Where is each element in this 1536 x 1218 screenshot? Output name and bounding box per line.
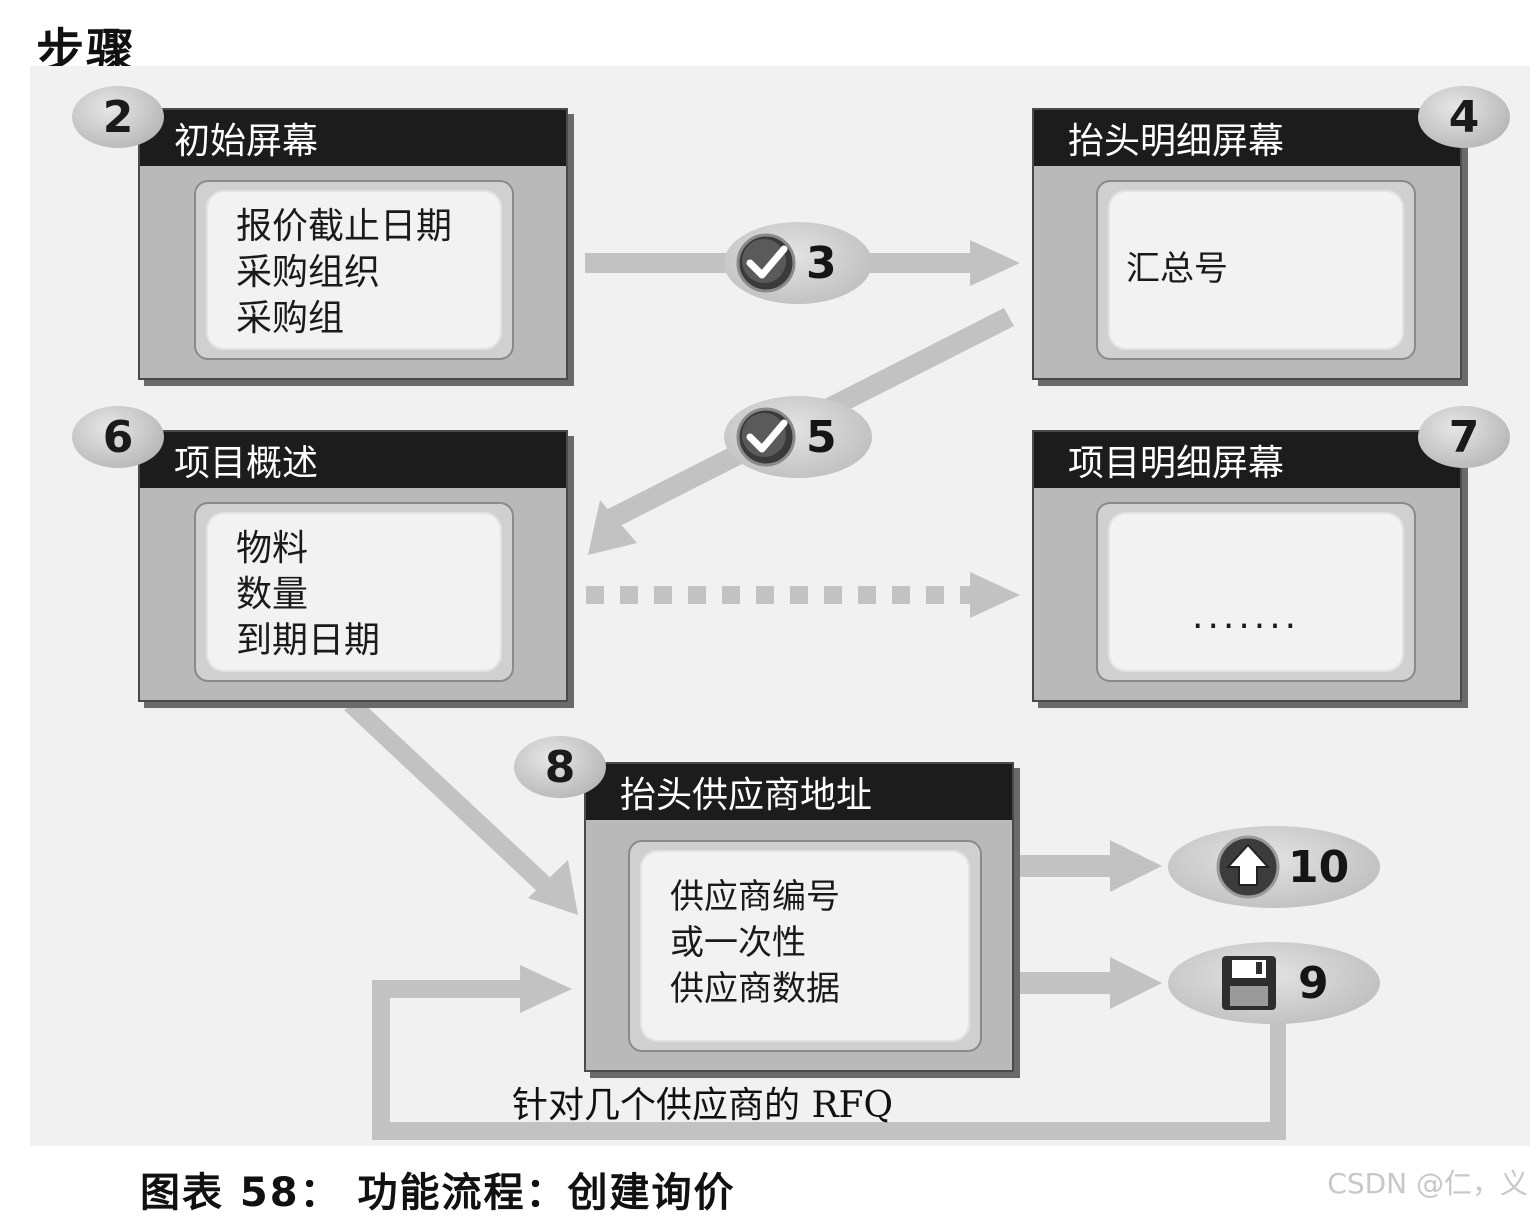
action-badge-9: 9: [1168, 942, 1380, 1024]
screen-initial-panel: 报价截止日期 采购组织 采购组: [206, 190, 502, 350]
arrow-head-screen8: [528, 860, 578, 915]
step-badge-8: 8: [514, 736, 606, 798]
arrow-head-screen7: [970, 572, 1020, 618]
arrow-head-screen6: [588, 500, 637, 555]
screen-header-details: 抬头明细屏幕 汇总号: [1032, 108, 1462, 380]
field-label: 供应商数据: [670, 969, 840, 1009]
screen-item-details-fields: .......: [1192, 594, 1300, 640]
action-badge-5: 5: [724, 396, 872, 478]
arrow-screen6-to-screen7-dotted: [586, 586, 970, 604]
screen-header-details-title: 抬头明细屏幕: [1034, 110, 1460, 166]
loop-label: 针对几个供应商的 RFQ: [512, 1085, 894, 1126]
action-number: 3: [806, 237, 837, 289]
screen-item-overview-fields: 物料 数量 到期日期: [236, 526, 380, 664]
action-number: 10: [1288, 841, 1350, 893]
screen-initial: 初始屏幕 报价截止日期 采购组织 采购组: [138, 108, 568, 380]
screen-vendor-address-body: 供应商编号 或一次性 供应商数据: [628, 840, 982, 1052]
step-badge-4: 4: [1418, 86, 1510, 148]
arrow-loop-9-to-8: [372, 980, 1286, 1140]
watermark: CSDN @仁，义: [1327, 1167, 1528, 1200]
step-badge-7: 7: [1418, 406, 1510, 468]
field-label: 报价截止日期: [236, 206, 453, 247]
arrow-head-loop-screen8: [520, 965, 572, 1013]
arrow-head-action10: [1110, 840, 1162, 892]
screen-item-details-title: 项目明细屏幕: [1034, 432, 1460, 488]
screen-header-details-body: 汇总号: [1096, 180, 1416, 360]
arrow-head-screen4: [970, 240, 1020, 286]
screen-item-overview-body: 物料 数量 到期日期: [194, 502, 514, 682]
screen-item-details-body: .......: [1096, 502, 1416, 682]
figure-caption: 图表 58： 功能流程：创建询价: [140, 1170, 736, 1216]
arrow-screen8-to-action9: [1014, 972, 1114, 994]
field-label: 物料: [236, 528, 309, 569]
screen-initial-fields: 报价截止日期 采购组织 采购组: [236, 204, 452, 342]
screen-vendor-address: 抬头供应商地址 供应商编号 或一次性 供应商数据: [584, 762, 1014, 1072]
screen-header-details-panel: 汇总号: [1108, 190, 1404, 350]
field-label: 到期日期: [236, 620, 381, 661]
check-icon: [736, 233, 796, 293]
screen-vendor-address-title: 抬头供应商地址: [586, 764, 1012, 820]
field-label: .......: [1192, 596, 1301, 637]
field-label: 数量: [236, 574, 309, 615]
arrow-head-action9: [1110, 957, 1162, 1009]
screen-item-details: 项目明细屏幕 .......: [1032, 430, 1462, 702]
screen-header-details-fields: 汇总号: [1126, 246, 1228, 292]
screen-item-overview-title: 项目概述: [140, 432, 566, 488]
screen-initial-body: 报价截止日期 采购组织 采购组: [194, 180, 514, 360]
check-icon: [736, 407, 796, 467]
action-badge-10: 10: [1168, 826, 1380, 908]
screen-item-overview-panel: 物料 数量 到期日期: [206, 512, 502, 672]
back-up-icon: [1216, 835, 1280, 899]
step-badge-2: 2: [72, 86, 164, 148]
action-badge-3: 3: [724, 222, 872, 304]
field-label: 采购组织: [236, 252, 381, 293]
field-label: 供应商编号: [670, 877, 840, 917]
screen-initial-title: 初始屏幕: [140, 110, 566, 166]
screen-vendor-address-panel: 供应商编号 或一次性 供应商数据: [640, 850, 970, 1042]
field-label: 或一次性: [670, 923, 806, 963]
save-icon: [1222, 956, 1276, 1010]
arrow-screen6-to-screen8: [344, 700, 555, 894]
screen-item-overview: 项目概述 物料 数量 到期日期: [138, 430, 568, 702]
field-label: 汇总号: [1126, 249, 1228, 289]
field-label: 采购组: [236, 298, 345, 339]
action-number: 5: [806, 411, 837, 463]
screen-item-details-panel: .......: [1108, 512, 1404, 672]
action-number: 9: [1298, 957, 1329, 1009]
screen-vendor-address-fields: 供应商编号 或一次性 供应商数据: [670, 874, 840, 1012]
step-badge-6: 6: [72, 406, 164, 468]
arrow-screen8-to-action10: [1014, 855, 1114, 877]
